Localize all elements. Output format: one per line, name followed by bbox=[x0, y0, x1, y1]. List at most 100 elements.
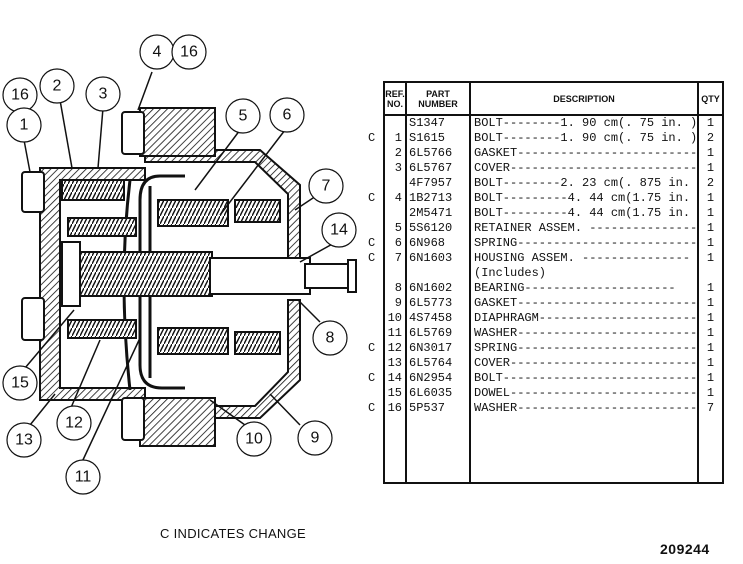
part-number-cell: 1B2713 bbox=[406, 191, 471, 206]
qty-cell: 2 bbox=[706, 131, 715, 145]
housing-assembly bbox=[39, 107, 301, 447]
change-mark: C bbox=[368, 236, 376, 250]
callout-2: 2 bbox=[53, 78, 62, 95]
description-cell: DOWEL------------------------------- bbox=[470, 386, 699, 401]
table-header-row: REF. NO. PART NUMBER DESCRIPTION QTY bbox=[384, 82, 723, 116]
callout-5: 5 bbox=[239, 108, 248, 125]
part-number-cell: 6L5769 bbox=[406, 326, 471, 341]
description-cell: (Includes) bbox=[470, 266, 699, 281]
qty-cell: 1 bbox=[706, 311, 715, 325]
callout-7: 7 bbox=[322, 178, 331, 195]
part-number-cell: 6N3017 bbox=[406, 341, 471, 356]
qty-cell: 1 bbox=[706, 146, 715, 160]
callout-10: 10 bbox=[245, 431, 263, 448]
change-mark: C bbox=[368, 341, 376, 355]
qty-cell: 1 bbox=[706, 251, 715, 265]
callout-1: 1 bbox=[20, 117, 29, 134]
table-row: 36L5767COVER----------------------------… bbox=[384, 161, 723, 176]
ref-cell: 6 bbox=[384, 236, 407, 251]
ref-cell: 3 bbox=[384, 161, 407, 176]
callout-16-top: 16 bbox=[180, 44, 198, 61]
qty-cell: 1 bbox=[706, 356, 715, 370]
part-number-cell: 6N968 bbox=[406, 236, 471, 251]
ref-cell: 8 bbox=[384, 281, 407, 296]
part-number-cell: 6N1602 bbox=[406, 281, 471, 296]
qty-cell: 1 bbox=[706, 221, 715, 235]
qty-cell: 1 bbox=[706, 161, 715, 175]
description-cell: SPRING---------------------------- bbox=[470, 236, 699, 251]
ref-cell: 15 bbox=[384, 386, 407, 401]
springs bbox=[67, 199, 281, 355]
part-number-cell: 6L5764 bbox=[406, 356, 471, 371]
change-mark: C bbox=[368, 401, 376, 415]
callout-4: 4 bbox=[153, 44, 162, 61]
part-number-cell: 5S6120 bbox=[406, 221, 471, 236]
qty-cell: 1 bbox=[706, 371, 715, 385]
part-number-cell: S1347 bbox=[406, 115, 471, 131]
callout-bubbles bbox=[2, 34, 357, 495]
ref-cell: 9 bbox=[384, 296, 407, 311]
description-cell: BOLT--------1. 90 cm(. 75 in. ) long bbox=[470, 115, 699, 131]
brake-chamber-cross-section-diagram: 16 1 2 3 4 16 5 6 7 14 8 9 10 11 12 13 1… bbox=[2, 34, 357, 495]
part-number-cell: 4F7957 bbox=[406, 176, 471, 191]
table-row: 26L5766GASKET---------------------------… bbox=[384, 146, 723, 161]
figure-number: 209244 bbox=[660, 541, 710, 557]
part-number-cell: 4S7458 bbox=[406, 311, 471, 326]
description-cell: BOLT--------2. 23 cm(. 875 in. ) long bbox=[470, 176, 699, 191]
qty-cell: 1 bbox=[706, 341, 715, 355]
change-mark: C bbox=[368, 191, 376, 205]
push-rod bbox=[61, 241, 357, 307]
qty-cell: 1 bbox=[706, 281, 715, 295]
description-cell: COVER------------------------------ bbox=[470, 356, 699, 371]
table-row: 136L5764COVER---------------------------… bbox=[384, 356, 723, 371]
qty-cell: 1 bbox=[706, 191, 715, 205]
description-cell: BOLT---------4. 44 cm(1.75 in. ) long bbox=[470, 206, 699, 221]
ref-cell: 7 bbox=[384, 251, 407, 266]
qty-cell bbox=[698, 266, 723, 281]
description-cell: SPRING---------------------------- bbox=[470, 341, 699, 356]
part-number-cell: 2M5471 bbox=[406, 206, 471, 221]
callout-11: 11 bbox=[75, 469, 92, 486]
description-cell: BOLT-------------------------------- bbox=[470, 371, 699, 386]
qty-cell: 1 bbox=[706, 206, 715, 220]
bolt-heads bbox=[21, 111, 145, 441]
description-cell: GASKET----------------------------- bbox=[470, 146, 699, 161]
callout-16-top-left: 16 bbox=[11, 87, 29, 104]
part-number-cell: 6L5773 bbox=[406, 296, 471, 311]
ref-cell: 12 bbox=[384, 341, 407, 356]
ref-cell: 10 bbox=[384, 311, 407, 326]
description-cell: COVER------------------------------ bbox=[470, 161, 699, 176]
ref-cell: 14 bbox=[384, 371, 407, 386]
ref-cell: 1 bbox=[384, 131, 407, 146]
part-number-cell: 6L5767 bbox=[406, 161, 471, 176]
description-cell: GASKET----------------------------- bbox=[470, 296, 699, 311]
change-legend-caption: C INDICATES CHANGE bbox=[160, 526, 307, 541]
callout-15: 15 bbox=[11, 375, 29, 392]
change-mark: C bbox=[368, 131, 376, 145]
ref-cell: 16 bbox=[384, 401, 407, 416]
callout-3: 3 bbox=[99, 86, 108, 103]
part-number-cell: 6L6035 bbox=[406, 386, 471, 401]
ref-cell bbox=[384, 206, 407, 221]
description-cell: WASHER--------------------------- bbox=[470, 326, 699, 341]
part-number-cell: 5P537 bbox=[406, 401, 471, 416]
ref-cell: 4 bbox=[384, 191, 407, 206]
header-description: DESCRIPTION bbox=[470, 82, 699, 116]
part-number-cell: 6N1603 bbox=[406, 251, 471, 266]
ref-cell: 11 bbox=[384, 326, 407, 341]
qty-cell: 1 bbox=[706, 236, 715, 250]
part-number-cell: S1615 bbox=[406, 131, 471, 146]
callout-13: 13 bbox=[15, 432, 33, 449]
parts-list-table: REF. NO. PART NUMBER DESCRIPTION QTY S13… bbox=[383, 81, 724, 484]
qty-cell: 1 bbox=[706, 296, 715, 310]
callout-14: 14 bbox=[330, 222, 348, 239]
